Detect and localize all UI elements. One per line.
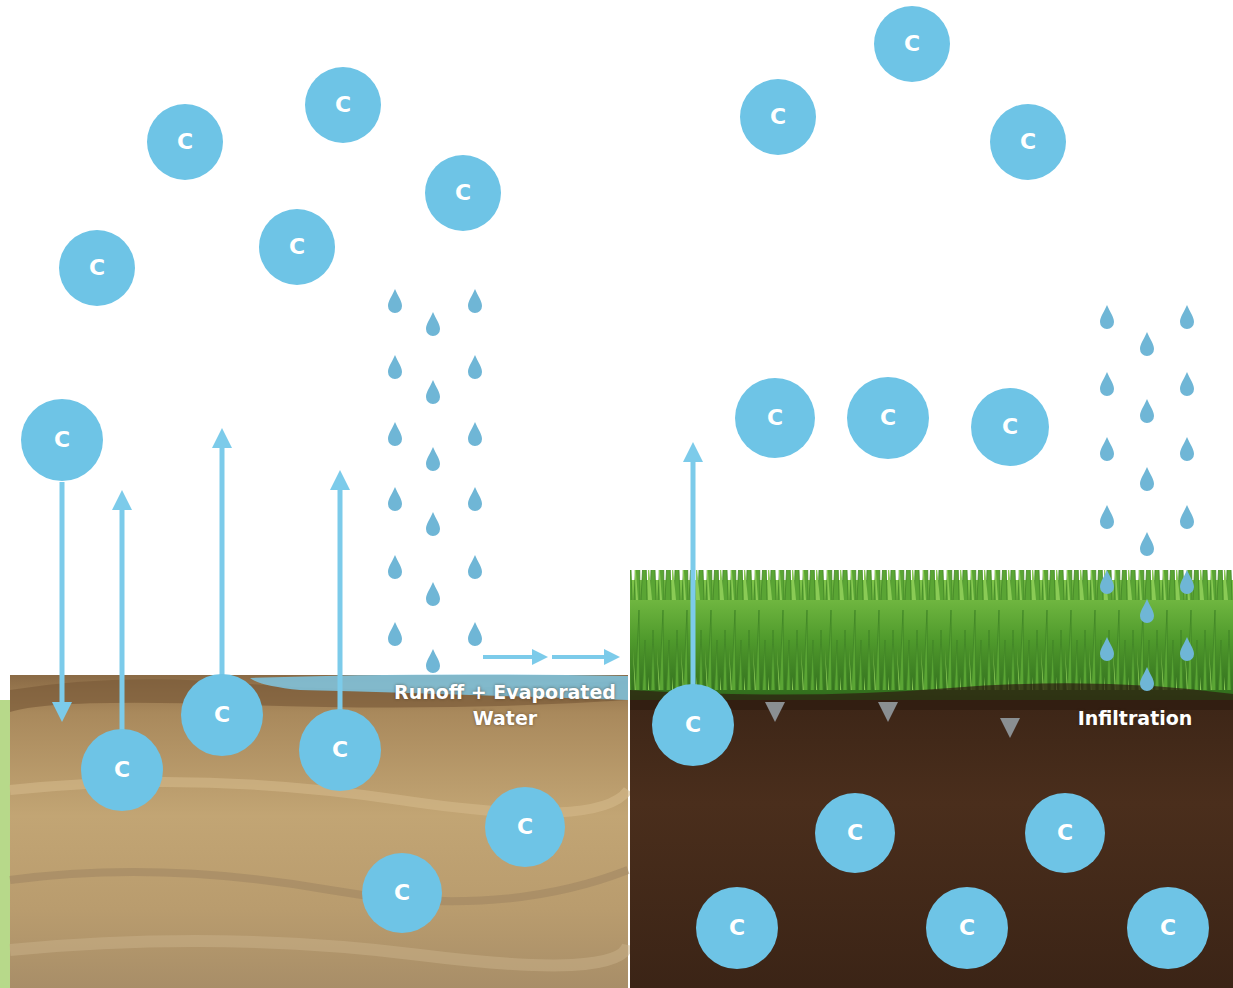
carbon-circle: C xyxy=(21,399,103,481)
carbon-symbol: C xyxy=(259,209,335,285)
carbon-symbol: C xyxy=(735,378,815,458)
carbon-symbol: C xyxy=(990,104,1066,180)
carbon-symbol: C xyxy=(305,67,381,143)
carbon-symbol: C xyxy=(147,104,223,180)
carbon-symbol: C xyxy=(847,377,929,459)
carbon-symbol: C xyxy=(299,709,381,791)
carbon-circle: C xyxy=(740,79,816,155)
carbon-circle: C xyxy=(652,684,734,766)
carbon-circle: C xyxy=(815,793,895,873)
carbon-symbol: C xyxy=(1127,887,1209,969)
carbon-circle: C xyxy=(425,155,501,231)
carbon-symbol: C xyxy=(59,230,135,306)
carbon-circle: C xyxy=(1025,793,1105,873)
carbon-circle: C xyxy=(147,104,223,180)
carbon-symbol: C xyxy=(21,399,103,481)
carbon-circle: C xyxy=(847,377,929,459)
carbon-circle: C xyxy=(59,230,135,306)
carbon-circle: C xyxy=(971,388,1049,466)
carbon-symbol: C xyxy=(652,684,734,766)
carbon-circle: C xyxy=(1127,887,1209,969)
carbon-symbol: C xyxy=(874,6,950,82)
carbon-circle: C xyxy=(696,887,778,969)
carbon-symbol: C xyxy=(181,674,263,756)
carbon-symbol: C xyxy=(740,79,816,155)
carbon-symbol: C xyxy=(971,388,1049,466)
carbon-symbol: C xyxy=(815,793,895,873)
carbon-symbol: C xyxy=(362,853,442,933)
carbon-circle: C xyxy=(259,209,335,285)
carbon-circle: C xyxy=(735,378,815,458)
carbon-circle: C xyxy=(926,887,1008,969)
carbon-circle: C xyxy=(485,787,565,867)
carbon-circle: C xyxy=(299,709,381,791)
carbon-symbol: C xyxy=(926,887,1008,969)
carbon-circle: C xyxy=(990,104,1066,180)
carbon-circle: C xyxy=(874,6,950,82)
carbon-circle: C xyxy=(362,853,442,933)
infiltration-label: Infiltration xyxy=(1050,706,1220,732)
carbon-circle: C xyxy=(81,729,163,811)
carbon-circle: C xyxy=(305,67,381,143)
carbon-symbol: C xyxy=(81,729,163,811)
carbon-symbol: C xyxy=(696,887,778,969)
carbon-symbol: C xyxy=(425,155,501,231)
carbon-symbol: C xyxy=(1025,793,1105,873)
carbon-symbol: C xyxy=(485,787,565,867)
runoff-label: Runoff + Evaporated Water xyxy=(385,680,625,731)
carbon-circle: C xyxy=(181,674,263,756)
